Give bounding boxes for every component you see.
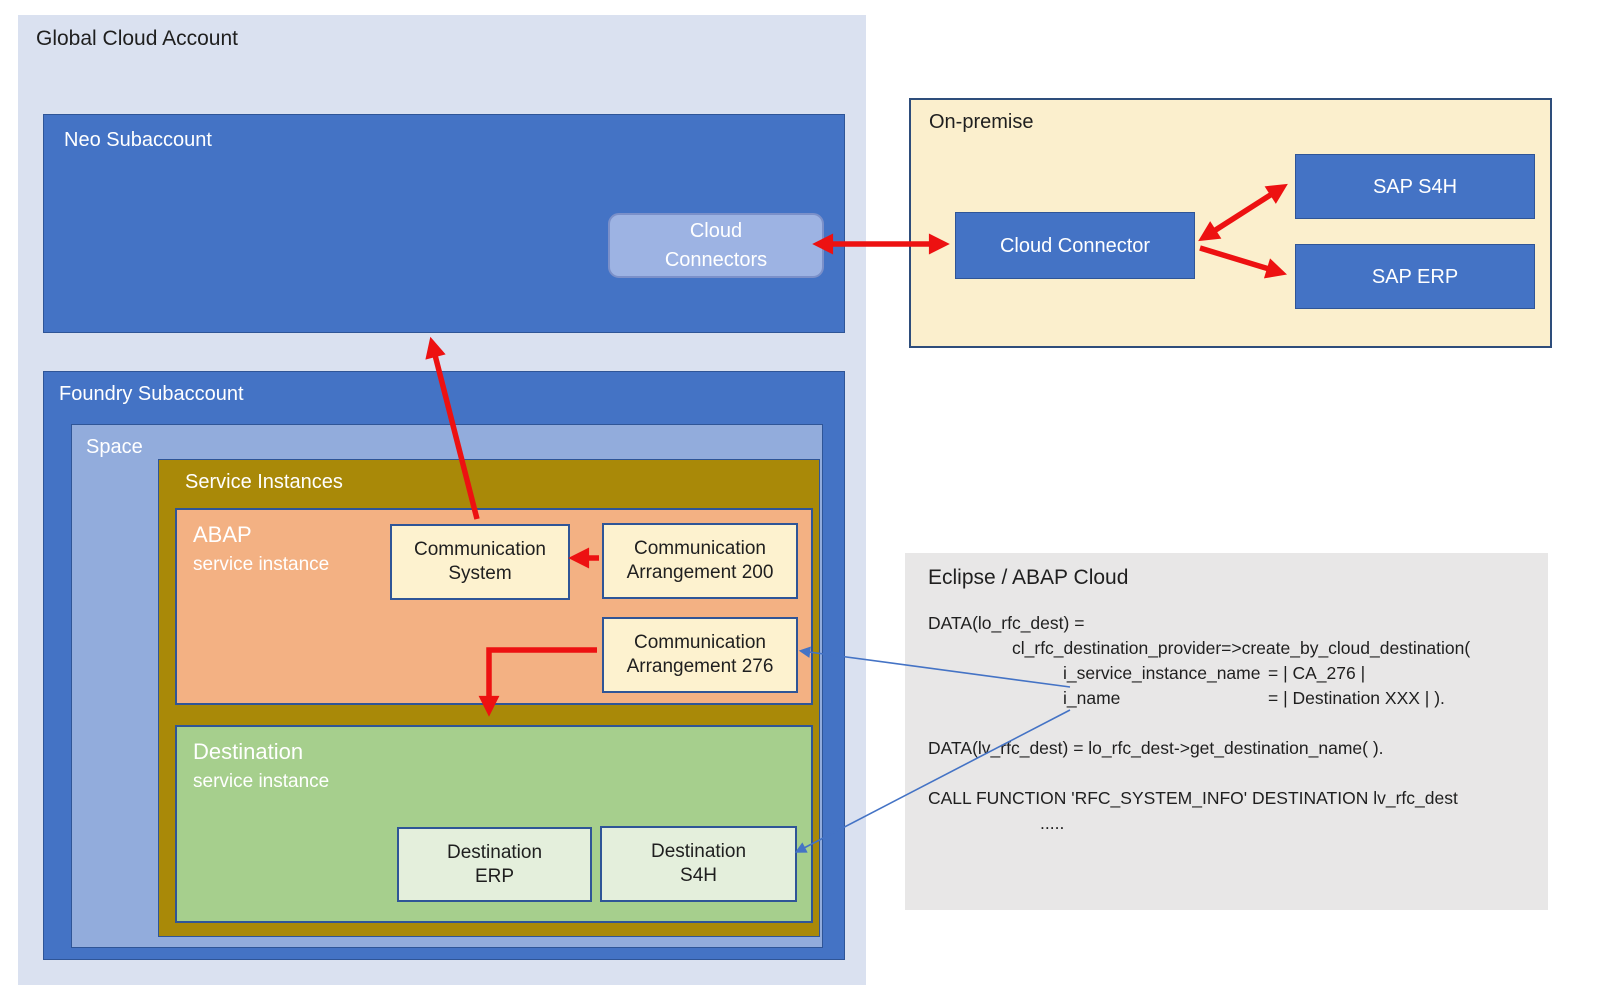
code-param-value: = | CA_276 | — [1268, 663, 1366, 683]
global-cloud-account-label: Global Cloud Account — [36, 27, 238, 50]
code-line-call-function: CALL FUNCTION 'RFC_SYSTEM_INFO' DESTINAT… — [928, 788, 1458, 808]
code-line-param-service-instance: i_service_instance_name = | CA_276 | — [1063, 661, 1538, 686]
cloud-connectors-label: Cloud Connectors — [664, 219, 768, 271]
destination-subtitle: service instance — [193, 771, 330, 792]
abap-subtitle: service instance — [193, 554, 330, 575]
destination-s4h-box: Destination S4H — [600, 826, 797, 902]
code-blank-line — [928, 711, 1538, 736]
code-line-ellipsis: ..... — [1040, 813, 1065, 833]
code-line-provider-call: cl_rfc_destination_provider=>create_by_c… — [1012, 638, 1471, 658]
neo-subaccount-box: Neo Subaccount Cloud Connectors — [43, 114, 845, 333]
code-body: DATA(lo_rfc_dest) = cl_rfc_destination_p… — [928, 611, 1538, 836]
sap-erp-label: SAP ERP — [1371, 265, 1459, 288]
abap-service-instance-box: ABAP service instance Communication Syst… — [175, 508, 813, 705]
global-cloud-account-box: Global Cloud Account Neo Subaccount Clou… — [18, 15, 866, 985]
communication-arrangement-200-label: Communication Arrangement 200 — [626, 538, 774, 583]
destination-erp-box: Destination ERP — [397, 827, 592, 902]
code-line-data-lv: DATA(lv_rfc_dest) = lo_rfc_dest->get_des… — [928, 738, 1384, 758]
destination-erp-label: Destination ERP — [446, 841, 543, 887]
communication-arrangement-200-box: Communication Arrangement 200 — [602, 523, 798, 599]
cloud-connector-box: Cloud Connector — [955, 212, 1195, 279]
communication-system-box: Communication System — [390, 524, 570, 600]
neo-subaccount-label: Neo Subaccount — [64, 129, 212, 151]
cloud-connector-label: Cloud Connector — [999, 234, 1151, 257]
communication-system-label: Communication System — [414, 539, 546, 584]
code-line-param-name: i_name = | Destination XXX | ). — [1063, 686, 1538, 711]
destination-s4h-label: Destination S4H — [650, 841, 747, 886]
on-premise-label: On-premise — [929, 111, 1034, 133]
service-instances-box: Service Instances ABAP service instance … — [158, 459, 820, 937]
sap-s4h-label: SAP S4H — [1372, 175, 1458, 198]
destination-service-instance-box: Destination service instance Destination… — [175, 725, 813, 923]
cloud-connectors-box: Cloud Connectors — [608, 213, 824, 278]
service-instances-label: Service Instances — [185, 471, 343, 493]
foundry-subaccount-box: Foundry Subaccount Space Service Instanc… — [43, 371, 845, 960]
sap-erp-box: SAP ERP — [1295, 244, 1535, 309]
destination-title: Destination — [193, 739, 304, 764]
sap-s4h-box: SAP S4H — [1295, 154, 1535, 219]
code-line-data-lo: DATA(lo_rfc_dest) = — [928, 613, 1085, 633]
code-param-name: i_name — [1063, 688, 1121, 708]
foundry-subaccount-label: Foundry Subaccount — [59, 383, 244, 405]
communication-arrangement-276-label: Communication Arrangement 276 — [626, 632, 774, 677]
code-blank-line — [928, 761, 1538, 786]
space-box: Space Service Instances ABAP service ins… — [71, 424, 823, 948]
code-panel-title: Eclipse / ABAP Cloud — [928, 566, 1129, 589]
code-panel: Eclipse / ABAP Cloud DATA(lo_rfc_dest) =… — [905, 553, 1548, 910]
communication-arrangement-276-box: Communication Arrangement 276 — [602, 617, 798, 693]
code-param-name: i_service_instance_name — [1063, 663, 1261, 683]
code-param-value: = | Destination XXX | ). — [1268, 688, 1445, 708]
abap-title: ABAP — [193, 522, 252, 547]
space-label: Space — [86, 436, 143, 458]
on-premise-box: On-premise Cloud Connector SAP S4H SAP E… — [909, 98, 1552, 348]
